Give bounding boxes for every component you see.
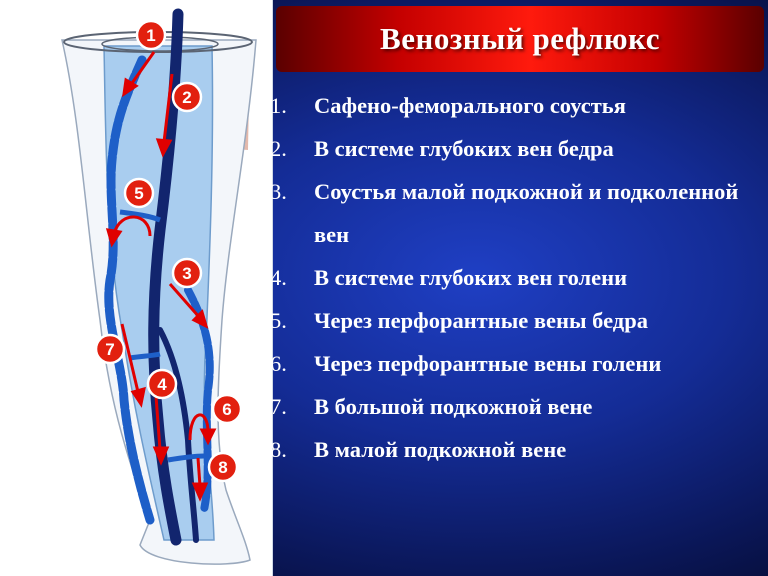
perforator-thigh <box>119 209 161 223</box>
reflux-arrow-5 <box>112 215 152 237</box>
list-item-text: В малой подкожной вене <box>314 437 567 462</box>
reflux-arrow-5-head <box>105 228 123 248</box>
reflux-list: 1. Сафено-феморального соустья 2. В сист… <box>270 84 766 471</box>
perforator-knee <box>129 351 161 361</box>
list-item-number: 2. <box>270 136 287 161</box>
reflux-arrow-2-head <box>155 138 173 158</box>
reflux-arrow-6 <box>188 413 210 441</box>
list-item: 6. Через перфорантные вены голени <box>270 342 766 385</box>
list-item-text: Через перфорантные вены бедра <box>314 308 648 333</box>
badge-4: 4 <box>146 368 178 400</box>
badge-8: 8 <box>207 451 239 483</box>
list-item: 5. Через перфорантные вены бедра <box>270 299 766 342</box>
reflux-arrow-8-head <box>191 482 209 502</box>
badge-5-label: 5 <box>134 184 143 203</box>
list-item-number: 1. <box>270 93 287 118</box>
reflux-arrow-4-head <box>152 446 170 466</box>
list-item-text: В системе глубоких вен бедра <box>314 136 614 161</box>
deep-vein-branch <box>157 327 199 543</box>
leg-vein-illustration: 1 2 3 4 5 6 7 <box>0 0 273 576</box>
perforator-calf <box>167 453 205 463</box>
badge-3-label: 3 <box>182 264 191 283</box>
slide-title: Венозный рефлюкс <box>380 21 660 56</box>
deep-vein <box>148 8 184 546</box>
badge-1-label: 1 <box>146 26 155 45</box>
list-item-text: В системе глубоких вен голени <box>314 265 628 290</box>
reflux-arrow-1-head <box>122 77 139 98</box>
list-item-text: В большой подкожной вене <box>314 394 593 419</box>
reflux-arrow-3 <box>168 283 202 319</box>
great-saphenous-vein <box>104 55 155 525</box>
list-item-number: 3. <box>270 179 287 204</box>
list-item-number: 8. <box>270 437 287 462</box>
list-item: 1. Сафено-феморального соустья <box>270 84 766 127</box>
list-item-text: Через перфорантные вены голени <box>314 351 662 376</box>
reflux-arrow-7-head <box>130 386 146 408</box>
list-item-number: 5. <box>270 308 287 333</box>
list-item: 2. В системе глубоких вен бедра <box>270 127 766 170</box>
badge-2-label: 2 <box>182 88 191 107</box>
badge-3: 3 <box>171 257 203 289</box>
badge-5: 5 <box>123 177 155 209</box>
badge-7: 7 <box>94 333 126 365</box>
reflux-arrow-4 <box>154 395 162 451</box>
badge-1: 1 <box>135 19 167 51</box>
reflux-arrows <box>105 51 217 502</box>
list-item: 7. В большой подкожной вене <box>270 385 766 428</box>
reflux-arrow-7 <box>120 323 140 393</box>
title-banner: Венозный рефлюкс <box>276 6 764 72</box>
badge-2: 2 <box>171 81 203 113</box>
reflux-arrow-8 <box>196 457 202 487</box>
list-item-text: Сафено-феморального соустья <box>314 93 626 118</box>
list-item-number: 4. <box>270 265 287 290</box>
badge-6: 6 <box>211 393 243 425</box>
list-item: 8. В малой подкожной вене <box>270 428 766 471</box>
badge-4-label: 4 <box>157 375 167 394</box>
list-item-text: Соустья малой подкожной и подколенной ве… <box>314 179 739 247</box>
badge-7-label: 7 <box>105 340 114 359</box>
list-item-number: 7. <box>270 394 287 419</box>
list-item: 4. В системе глубоких вен голени <box>270 256 766 299</box>
reflux-arrow-6-head <box>199 428 217 446</box>
list-item-number: 6. <box>270 351 287 376</box>
badge-6-label: 6 <box>222 400 231 419</box>
reflux-arrow-2 <box>162 73 174 143</box>
list-item: 3. Соустья малой подкожной и подколенной… <box>270 170 766 256</box>
leg-diagram: 1 2 3 4 5 6 7 <box>61 8 257 565</box>
reflux-arrow-3-head <box>191 309 209 329</box>
badge-8-label: 8 <box>218 458 227 477</box>
reflux-arrow-1 <box>128 51 156 87</box>
